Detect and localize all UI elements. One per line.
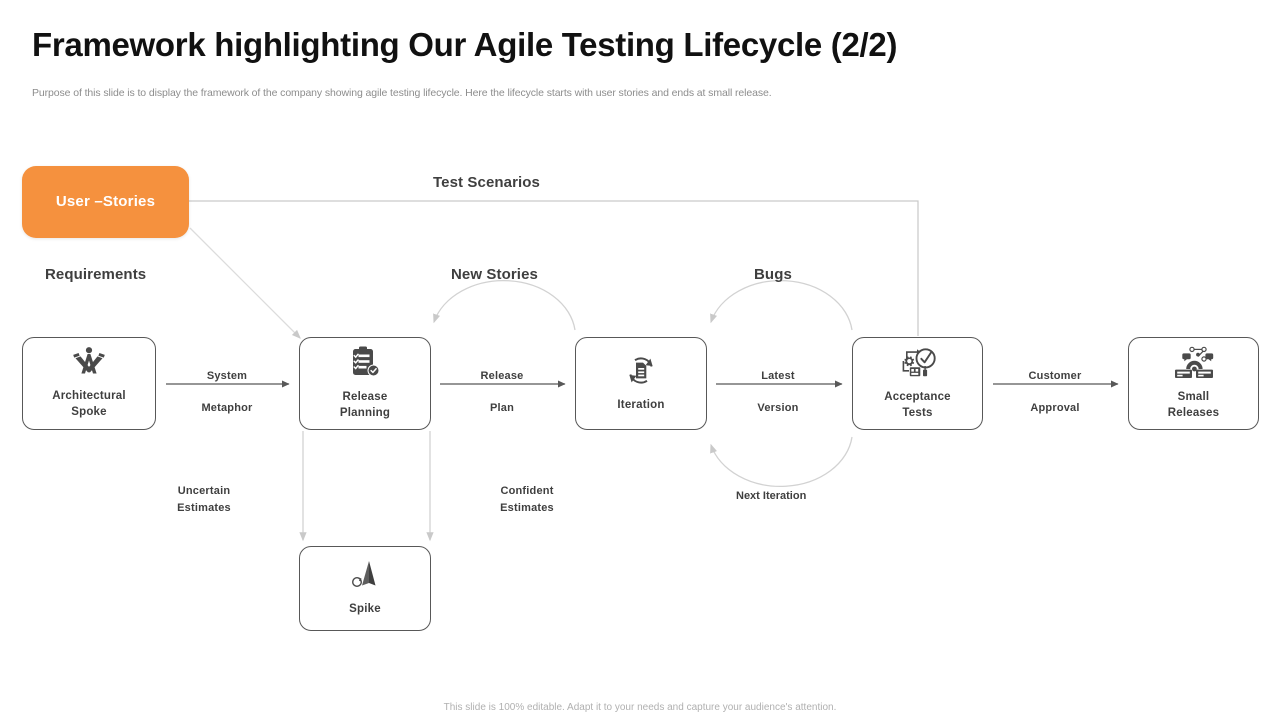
- caption-confident-estimates: Confident Estimates: [473, 483, 581, 517]
- node-spike[interactable]: Spike: [299, 546, 431, 631]
- caption-requirements: Requirements: [45, 266, 147, 283]
- document-refresh-icon: [624, 354, 658, 392]
- caption-customer-approval: Customer Approval: [1000, 368, 1110, 417]
- caption-new-stories: New Stories: [451, 266, 538, 283]
- node-user-stories[interactable]: User –Stories: [22, 166, 189, 238]
- node-acceptance-tests[interactable]: Acceptance Tests: [852, 337, 983, 430]
- caption-release: Release: [480, 370, 524, 382]
- node-user-stories-label: User –Stories: [55, 192, 156, 210]
- network-deploy-icon: [1172, 345, 1216, 384]
- gear-check-icon: [898, 346, 938, 384]
- caption-release-plan: Release Plan: [452, 368, 552, 417]
- node-architectural-spoke-label: Architectural Spoke: [52, 390, 126, 418]
- caption-system: System: [206, 370, 248, 382]
- caption-test-scenarios: Test Scenarios: [433, 174, 541, 191]
- node-spike-label: Spike: [349, 603, 381, 616]
- caption-customer: Customer: [1028, 370, 1082, 382]
- connector-bugs-arc: [710, 279, 853, 331]
- node-small-releases[interactable]: Small Releases: [1128, 337, 1259, 430]
- node-iteration-label: Iteration: [617, 398, 665, 411]
- caption-metaphor: Metaphor: [201, 402, 253, 415]
- caption-latest-version: Latest Version: [728, 368, 828, 417]
- caption-uncertain-estimates-line2: Estimates: [177, 502, 231, 515]
- caption-uncertain-estimates: Uncertain Estimates: [150, 483, 258, 517]
- connector-user-stories-to-release-planning: [189, 227, 301, 339]
- node-release-planning-label: Release Planning: [339, 390, 391, 419]
- caption-plan: Plan: [489, 402, 515, 415]
- caption-version: Version: [757, 402, 799, 415]
- compass-square-icon: [72, 346, 106, 383]
- node-iteration[interactable]: Iteration: [575, 337, 707, 430]
- node-acceptance-tests-label: Acceptance Tests: [884, 390, 951, 419]
- node-release-planning[interactable]: Release Planning: [299, 337, 431, 430]
- caption-confident-estimates-line2: Estimates: [500, 502, 554, 515]
- caption-approval: Approval: [1030, 402, 1080, 415]
- caption-confident: Confident: [500, 485, 554, 497]
- clipboard-checklist-icon: [350, 346, 380, 384]
- caption-uncertain: Uncertain: [177, 485, 231, 497]
- caption-latest: Latest: [761, 370, 795, 382]
- spike-cone-icon: [347, 559, 383, 596]
- connector-test-scenarios: [189, 200, 919, 336]
- slide-footer: This slide is 100% editable. Adapt it to…: [443, 702, 837, 713]
- caption-system-metaphor: System Metaphor: [170, 368, 284, 417]
- connector-new-stories-arc: [433, 279, 576, 331]
- caption-bugs: Bugs: [754, 266, 792, 283]
- connector-next-iteration-arc: [710, 436, 853, 488]
- page-title: Framework highlighting Our Agile Testing…: [32, 26, 898, 63]
- caption-next-iteration: Next Iteration: [736, 490, 807, 502]
- node-architectural-spoke[interactable]: Architectural Spoke: [22, 337, 156, 430]
- node-small-releases-label: Small Releases: [1167, 391, 1220, 419]
- page-subtitle: Purpose of this slide is to display the …: [32, 87, 772, 99]
